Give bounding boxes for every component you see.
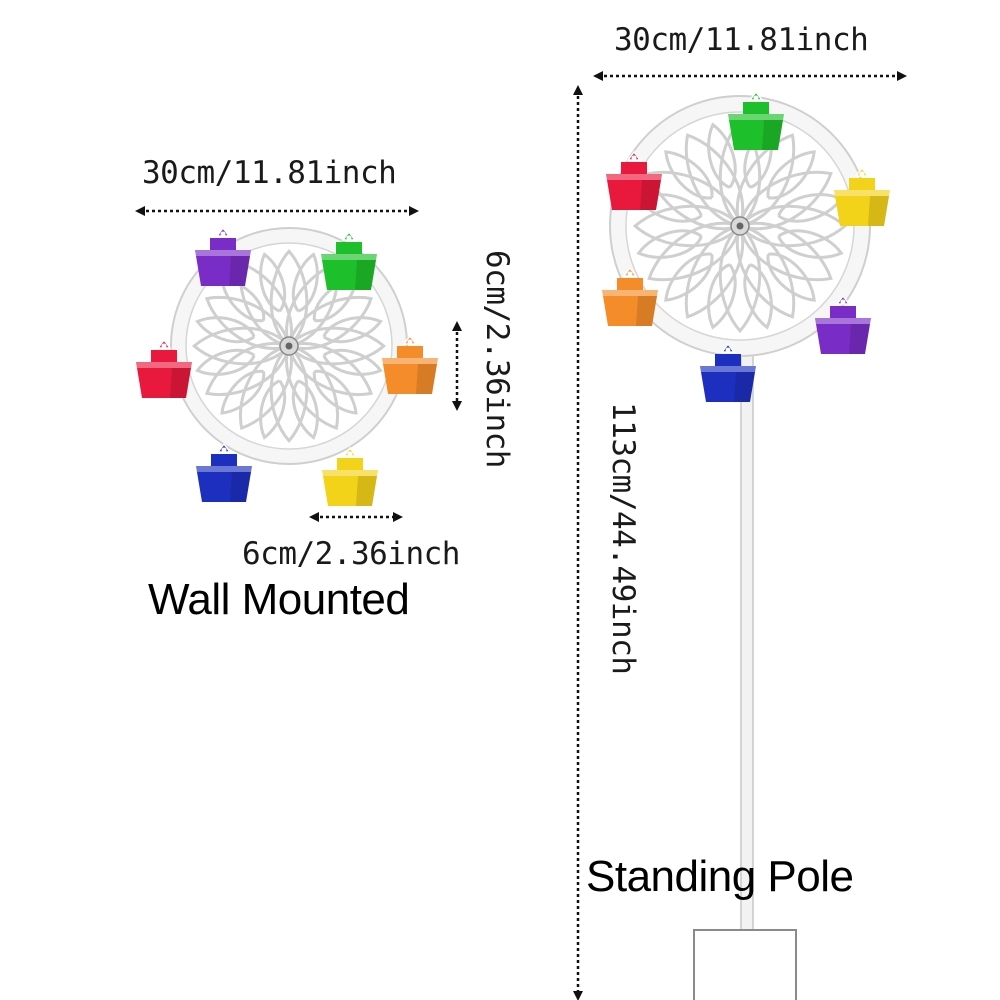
wall-width-label: 30cm/11.81inch xyxy=(142,155,397,191)
pole-wheel-icon xyxy=(609,95,871,357)
cabin-green-icon xyxy=(321,230,377,290)
pole-icon xyxy=(693,329,797,1000)
cabin-orange-icon xyxy=(602,266,658,326)
cabin-purple-icon xyxy=(815,294,871,354)
pole-height-label: 113cm/44.49inch xyxy=(605,402,641,675)
cabin-green-icon xyxy=(728,90,784,150)
cabin-orange-icon xyxy=(382,334,438,394)
wall-cabin-width-label: 6cm/2.36inch xyxy=(242,536,460,572)
pole-width-label: 30cm/11.81inch xyxy=(614,22,869,58)
cabin-yellow-icon xyxy=(322,446,378,506)
cabin-red-icon xyxy=(136,338,192,398)
cabin-purple-icon xyxy=(195,226,251,286)
wall-cabin-height-label: 6cm/2.36inch xyxy=(479,250,515,468)
standing-pole-caption: Standing Pole xyxy=(586,852,854,901)
wall-mounted-caption: Wall Mounted xyxy=(148,575,410,624)
cabin-red-icon xyxy=(606,150,662,210)
cabin-blue-icon xyxy=(700,342,756,402)
cabin-yellow-icon xyxy=(834,166,890,226)
cabin-blue-icon xyxy=(196,442,252,502)
